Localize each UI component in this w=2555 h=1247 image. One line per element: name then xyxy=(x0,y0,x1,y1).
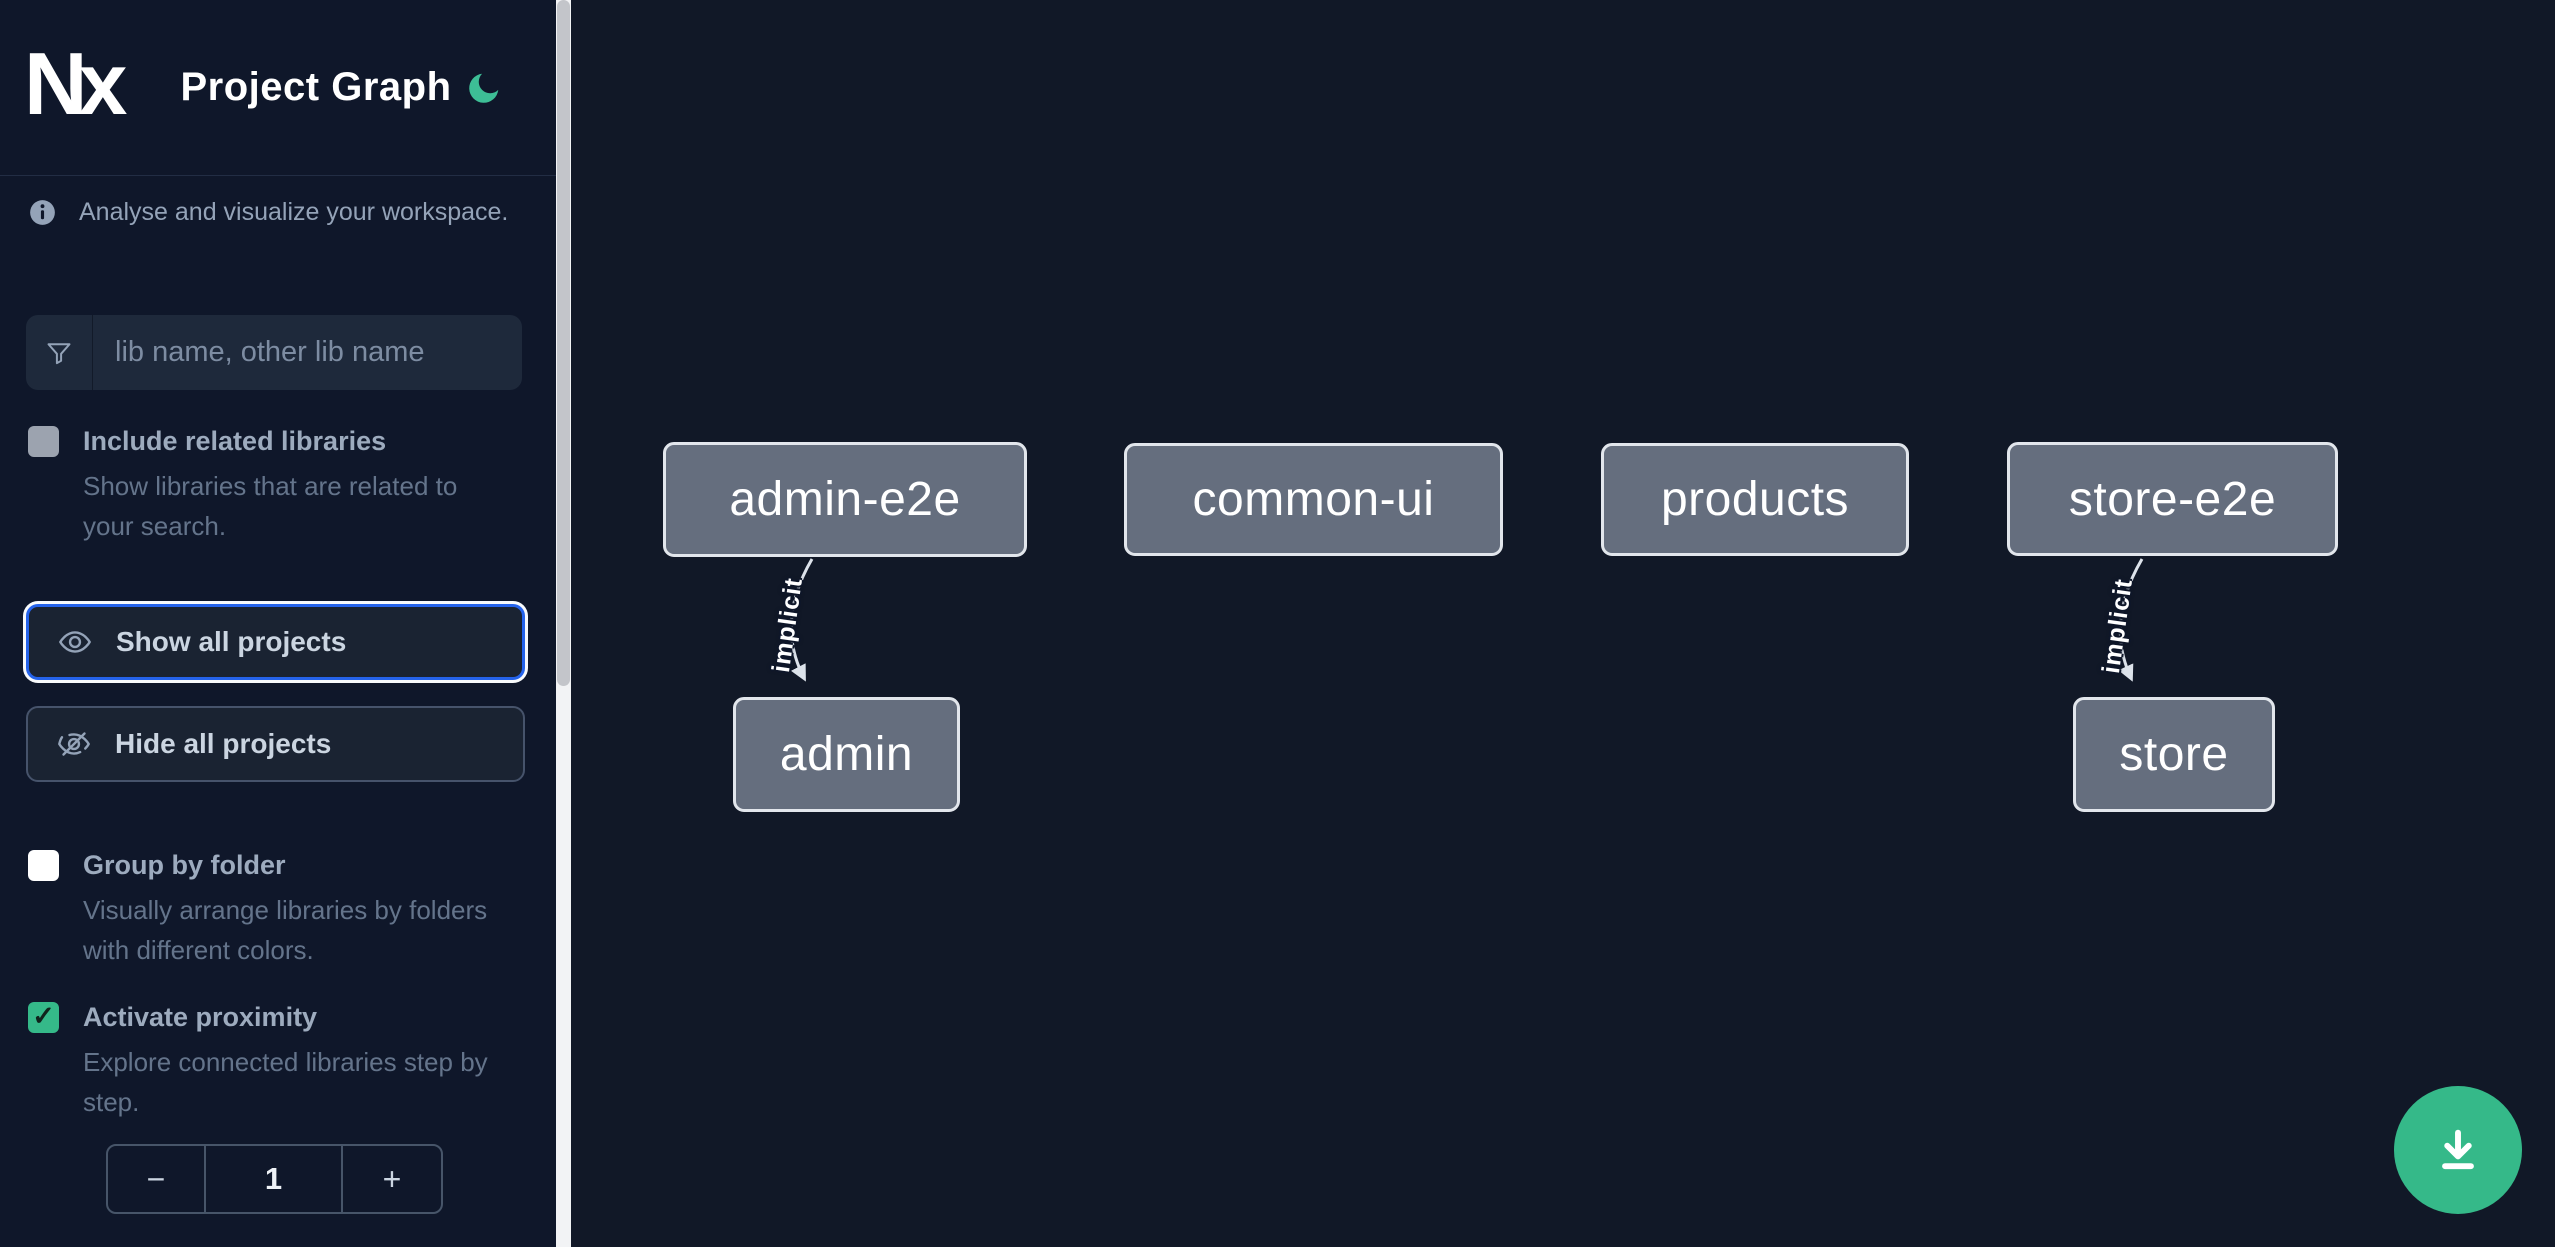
node-store-e2e[interactable]: store-e2e xyxy=(2007,442,2338,556)
node-common-ui[interactable]: common-ui xyxy=(1124,443,1503,556)
include-related-description: Show libraries that are related to your … xyxy=(83,471,458,541)
option-activate-proximity: ✓ Activate proximity Explore connected l… xyxy=(28,1000,515,1122)
hide-all-projects-label: Hide all projects xyxy=(115,728,332,759)
info-icon xyxy=(30,200,55,225)
group-by-folder-checkbox[interactable] xyxy=(28,850,59,881)
edge-label-implicit-admin: implicit xyxy=(766,575,809,675)
include-related-label: Include related libraries xyxy=(83,426,387,456)
filter-box xyxy=(26,315,522,390)
nx-logo: Nx xyxy=(24,33,127,133)
page-title: Project Graph xyxy=(180,65,452,109)
stepper-value: 1 xyxy=(264,1161,283,1196)
theme-toggle-button[interactable] xyxy=(464,68,504,108)
eye-off-icon xyxy=(58,732,90,756)
workspace-info: Analyse and visualize your workspace. xyxy=(29,198,508,227)
node-admin-e2e[interactable]: admin-e2e xyxy=(663,442,1027,557)
checkmark-icon: ✓ xyxy=(32,1001,55,1031)
group-by-folder-description: Visually arrange libraries by folders wi… xyxy=(83,895,488,965)
option-group-by-folder: Group by folder Visually arrange librari… xyxy=(28,848,515,970)
workspace-info-text: Analyse and visualize your workspace. xyxy=(79,198,509,226)
group-by-folder-label: Group by folder xyxy=(83,850,286,880)
filter-icon-cell xyxy=(26,315,93,390)
node-admin[interactable]: admin xyxy=(733,697,960,812)
show-all-projects-label: Show all projects xyxy=(116,626,347,657)
sidebar-header: Nx Project Graph xyxy=(0,0,556,176)
download-image-button[interactable] xyxy=(2394,1086,2522,1214)
graph-canvas[interactable]: admin-e2e common-ui products store-e2e a… xyxy=(571,0,2555,1247)
filter-input[interactable] xyxy=(93,315,522,390)
download-icon xyxy=(2442,1129,2474,1170)
moon-icon xyxy=(469,73,499,103)
activate-proximity-label: Activate proximity xyxy=(83,1002,318,1032)
stepper-decrement-button[interactable]: − xyxy=(108,1146,206,1212)
node-store[interactable]: store xyxy=(2073,697,2275,812)
activate-proximity-checkbox[interactable]: ✓ xyxy=(28,1002,59,1033)
option-include-related: Include related libraries Show libraries… xyxy=(28,424,515,546)
hide-all-projects-button[interactable]: Hide all projects xyxy=(26,706,525,782)
stepper-increment-button[interactable]: + xyxy=(341,1146,441,1212)
sidebar: Nx Project Graph Analyse and visualize y… xyxy=(0,0,556,1247)
sidebar-scrollbar-track[interactable] xyxy=(556,0,571,1247)
proximity-stepper: − 1 + xyxy=(106,1144,443,1214)
sidebar-scrollbar-thumb[interactable] xyxy=(557,0,570,686)
show-all-projects-button[interactable]: Show all projects xyxy=(26,604,525,680)
edge-label-implicit-store: implicit xyxy=(2096,576,2139,676)
include-related-checkbox[interactable] xyxy=(28,426,59,457)
activate-proximity-description: Explore connected libraries step by step… xyxy=(83,1047,488,1117)
edge-layer xyxy=(789,558,2144,682)
eye-icon xyxy=(59,631,91,653)
funnel-icon xyxy=(47,342,71,364)
node-products[interactable]: products xyxy=(1601,443,1909,556)
